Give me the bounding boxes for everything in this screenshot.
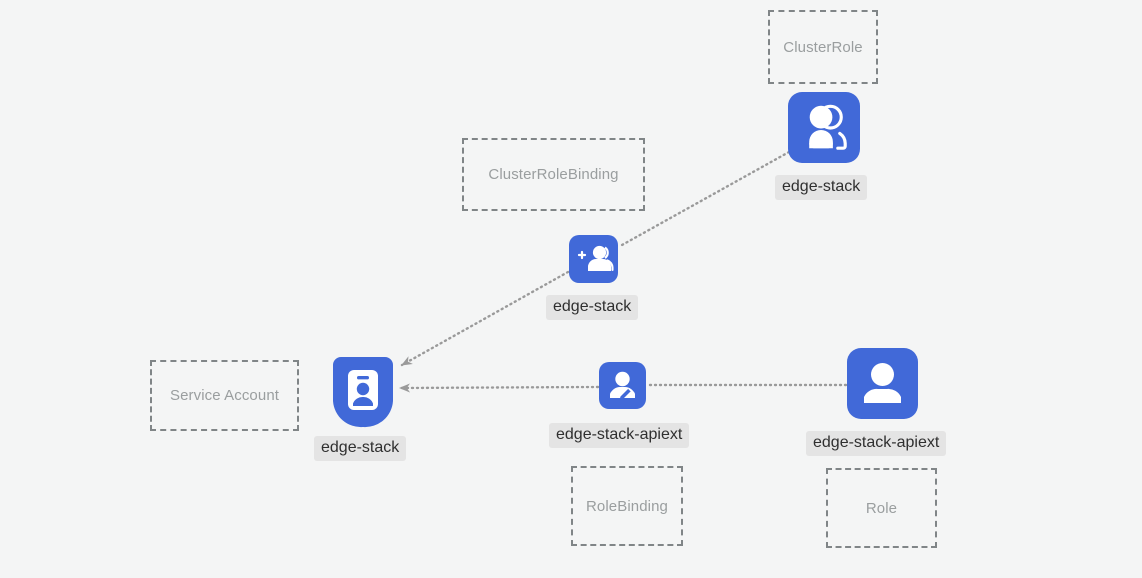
node-clusterrolebinding-label: edge-stack	[546, 295, 639, 321]
single-user-icon[interactable]	[847, 348, 918, 419]
user-edit-icon[interactable]	[599, 362, 646, 409]
type-box-clusterrolebinding: ClusterRoleBinding	[462, 138, 645, 211]
node-clusterrole-label: edge-stack	[775, 175, 868, 201]
type-box-role: Role	[826, 468, 937, 548]
node-service-account-label: edge-stack	[314, 436, 407, 462]
service-account-badge-icon[interactable]	[329, 353, 397, 429]
type-box-service-account: Service Account	[150, 360, 299, 431]
group-users-icon[interactable]	[788, 92, 860, 163]
node-rolebinding-label: edge-stack-apiext	[549, 423, 690, 449]
type-box-clusterrolebinding-label: ClusterRoleBinding	[488, 166, 619, 183]
edge-clusterrole-to-clusterrolebinding	[620, 150, 791, 247]
type-box-clusterrole: ClusterRole	[768, 10, 878, 84]
type-box-rolebinding: RoleBinding	[571, 466, 683, 546]
type-box-clusterrole-label: ClusterRole	[783, 38, 863, 56]
edge-rolebinding-to-serviceaccount	[398, 383, 600, 393]
add-group-users-icon[interactable]	[569, 235, 618, 283]
type-box-rolebinding-label: RoleBinding	[586, 497, 668, 515]
type-box-role-label: Role	[865, 499, 898, 517]
type-box-service-account-label: Service Account	[169, 387, 280, 404]
node-role-label: edge-stack-apiext	[806, 431, 947, 457]
edge-clusterrolebinding-to-serviceaccount	[400, 270, 570, 367]
